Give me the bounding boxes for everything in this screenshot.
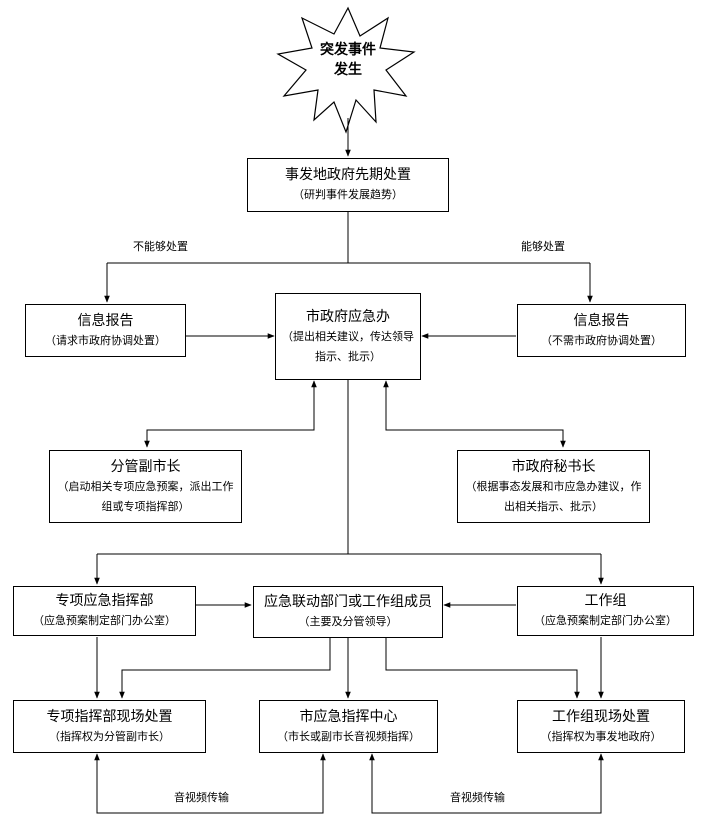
info-report-right-box: 信息报告 （不需市政府协调处置） xyxy=(517,304,686,357)
info-report-left-subtitle: （请求市政府协调处置） xyxy=(45,333,166,347)
linkage-departments-box: 应急联动部门或工作组成员 （主要及分管领导） xyxy=(253,586,443,638)
arrow-linkage-to-special-onsite xyxy=(119,637,331,699)
av-transmission-right-label: 音视频传输 xyxy=(450,791,505,804)
emergency-office-subtitle: （提出相关建议，传达领导指示、批示） xyxy=(282,329,414,363)
linkage-departments-title: 应急联动部门或工作组成员 xyxy=(264,594,432,610)
arrow-av-right xyxy=(369,753,604,814)
event-start-label: 突发事件 发生 xyxy=(300,40,396,80)
secretary-general-title: 市政府秘书长 xyxy=(511,458,596,475)
emergency-office-title: 市政府应急办 xyxy=(306,308,390,325)
emergency-office-box: 市政府应急办 （提出相关建议，传达领导指示、批示） xyxy=(275,293,421,380)
secretary-general-subtitle: （根据事态发展和市应急办建议，作出相关指示、批示） xyxy=(465,479,642,513)
special-command-box: 专项应急指挥部 （应急预案制定部门办公室） xyxy=(13,586,196,636)
work-group-title: 工作组 xyxy=(584,593,627,609)
arrow-office-secretary xyxy=(383,380,566,448)
event-start-line2: 发生 xyxy=(334,62,362,78)
branch-label-cannot: 不能够处置 xyxy=(133,240,188,253)
special-onsite-box: 专项指挥部现场处置 （指挥权为分管副市长） xyxy=(13,700,206,753)
first-response-box: 事发地政府先期处置 （研判事件发展趋势） xyxy=(247,158,449,212)
work-group-box: 工作组 （应急预案制定部门办公室） xyxy=(517,586,694,636)
workgroup-onsite-box: 工作组现场处置 （指挥权为事发地政府） xyxy=(517,700,685,753)
command-center-box: 市应急指挥中心 （市长或副市长音视频指挥） xyxy=(259,700,438,753)
deputy-mayor-box: 分管副市长 （启动相关专项应急预案，派出工作组或专项指挥部） xyxy=(49,450,242,523)
event-starburst xyxy=(276,6,416,134)
arrow-av-left xyxy=(94,753,326,814)
info-report-right-subtitle: （不需市政府协调处置） xyxy=(541,333,662,347)
special-command-title: 专项应急指挥部 xyxy=(55,593,154,609)
command-center-subtitle: （市长或副市长音视频指挥） xyxy=(277,729,420,743)
special-command-subtitle: （应急预案制定部门办公室） xyxy=(33,614,176,627)
secretary-general-box: 市政府秘书长 （根据事态发展和市应急办建议，作出相关指示、批示） xyxy=(457,450,650,523)
info-report-left-title: 信息报告 xyxy=(77,312,134,329)
special-onsite-subtitle: （指挥权为分管副市长） xyxy=(49,729,170,743)
info-report-left-box: 信息报告 （请求市政府协调处置） xyxy=(25,304,186,357)
first-response-subtitle: （研判事件发展趋势） xyxy=(293,188,403,201)
av-transmission-left-label: 音视频传输 xyxy=(174,791,229,804)
event-start-line1: 突发事件 xyxy=(320,42,376,58)
command-center-title: 市应急指挥中心 xyxy=(299,708,398,725)
work-group-subtitle: （应急预案制定部门办公室） xyxy=(534,614,677,627)
deputy-mayor-subtitle: （启动相关专项应急预案，派出工作组或专项指挥部） xyxy=(57,479,234,513)
deputy-mayor-title: 分管副市长 xyxy=(110,458,181,475)
linkage-departments-subtitle: （主要及分管领导） xyxy=(298,615,398,628)
arrow-office-deputy-mayor xyxy=(144,380,317,448)
special-onsite-title: 专项指挥部现场处置 xyxy=(46,708,173,725)
arrow-linkage-to-workgroup-onsite xyxy=(385,637,580,699)
branch-label-can: 能够处置 xyxy=(521,240,565,253)
first-response-title: 事发地政府先期处置 xyxy=(285,167,411,183)
workgroup-onsite-title: 工作组现场处置 xyxy=(552,708,650,725)
info-report-right-title: 信息报告 xyxy=(573,312,630,329)
workgroup-onsite-subtitle: （指挥权为事发地政府） xyxy=(540,729,662,743)
